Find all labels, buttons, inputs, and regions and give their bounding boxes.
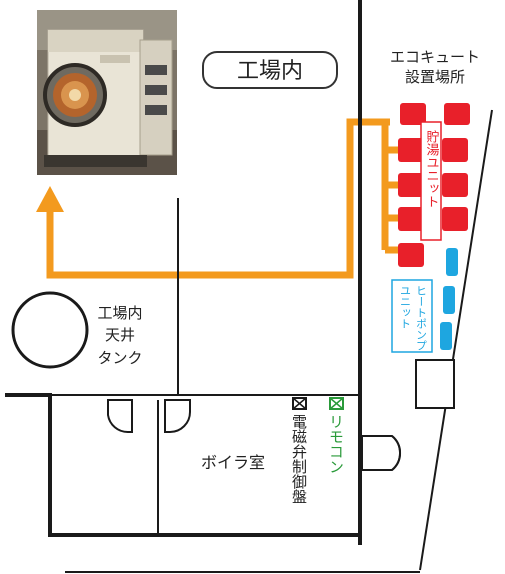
page-title: 工場内	[237, 59, 303, 84]
washing-machine-photo	[37, 10, 177, 175]
walls	[5, 0, 493, 573]
ceiling-tank-icon	[11, 291, 89, 369]
ecocute-label-line2: 設置場所	[405, 68, 465, 86]
tank-label-line1: 工場内	[97, 304, 142, 322]
remote-label: リモコン	[327, 414, 345, 474]
hot-water-storage-units	[398, 103, 470, 267]
outdoor-step	[415, 359, 455, 409]
boiler-room-label: ボイラ室	[201, 453, 265, 472]
heatpump-label-line1: ヒートポンプ	[415, 285, 428, 351]
tank-label-line2: 天井	[105, 326, 135, 344]
heat-pump-units	[440, 248, 458, 350]
hot-water-pipe	[46, 118, 400, 279]
title-badge: 工場内	[202, 51, 338, 89]
storage-unit-label-box: 貯湯ユニット	[420, 121, 442, 241]
heatpump-label-line2: ユニット	[399, 285, 412, 329]
heatpump-unit-label-box: ヒートポンプ ユニット	[391, 279, 433, 353]
doors	[107, 399, 402, 471]
pipe-arrow-icon	[36, 186, 64, 212]
remote-control-icon	[329, 397, 344, 410]
storage-unit-label: 貯湯ユニット	[424, 130, 440, 208]
valve-panel-icon	[292, 397, 307, 410]
ecocute-label-line1: エコキュート	[390, 48, 480, 66]
valve-panel-label: 電磁弁制御盤	[290, 414, 308, 504]
tank-label-line3: タンク	[97, 349, 142, 367]
